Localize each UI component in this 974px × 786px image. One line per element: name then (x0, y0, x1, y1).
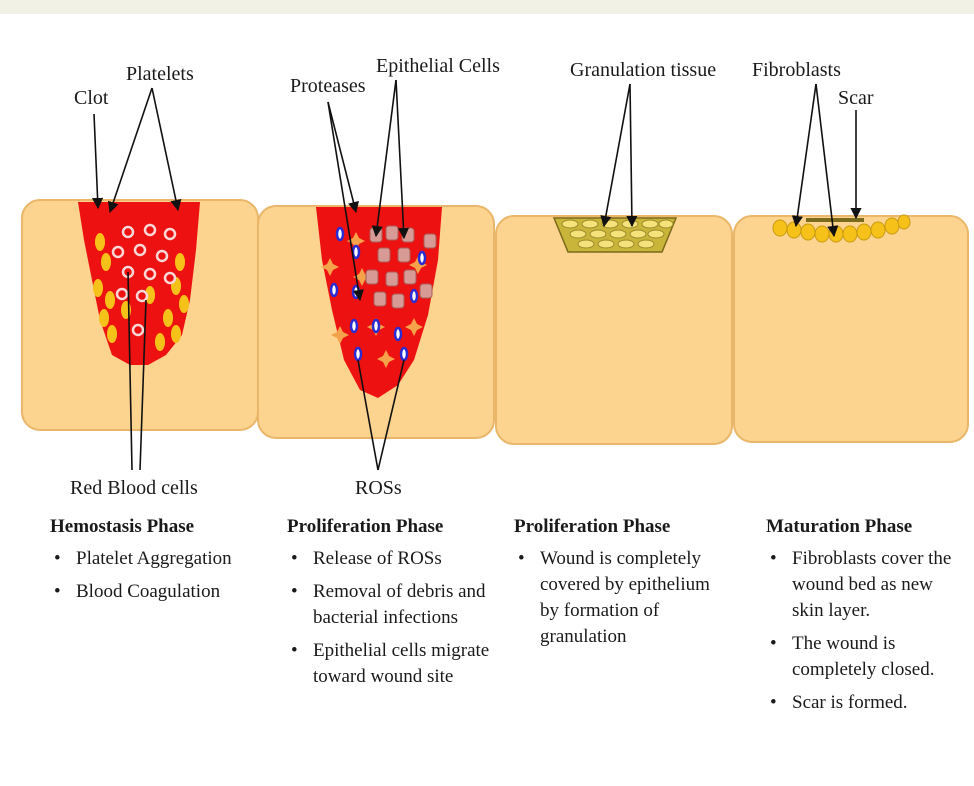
phase-bullet: The wound is completely closed. (766, 631, 966, 683)
phase-bullets: Wound is completely covered by epitheliu… (514, 546, 724, 650)
label-ros: ROSs (355, 477, 402, 499)
phase-bullet: Blood Coagulation (50, 579, 250, 605)
phase-bullet: Wound is completely covered by epitheliu… (514, 546, 724, 650)
label-proteases: Proteases (290, 75, 366, 97)
phase-bullets: Platelet Aggregation Blood Coagulation (50, 546, 250, 605)
label-clot: Clot (74, 87, 109, 109)
phase-bullet: Scar is formed. (766, 690, 966, 716)
phase-bullet: Removal of debris and bacterial infectio… (287, 579, 507, 631)
phase-title: Proliferation Phase (514, 516, 724, 538)
phase-bullet: Fibroblasts cover the wound bed as new s… (766, 546, 966, 624)
phase-bullet: Epithelial cells migrate toward wound si… (287, 638, 507, 690)
phase-bullets: Fibroblasts cover the wound bed as new s… (766, 546, 966, 716)
label-fibroblasts: Fibroblasts (752, 59, 841, 81)
label-platelets: Platelets (126, 63, 194, 85)
scar-line (806, 218, 864, 222)
phase-proliferation-1: Proliferation Phase Release of ROSs Remo… (287, 516, 507, 697)
phase-hemostasis: Hemostasis Phase Platelet Aggregation Bl… (50, 516, 250, 612)
phase-proliferation-2: Proliferation Phase Wound is completely … (514, 516, 724, 657)
label-epithelial-cells: Epithelial Cells (376, 55, 500, 77)
skin-panel-4 (734, 216, 968, 442)
phase-title: Hemostasis Phase (50, 516, 250, 538)
phase-title: Maturation Phase (766, 516, 966, 538)
phase-bullet: Platelet Aggregation (50, 546, 250, 572)
label-red-blood-cells: Red Blood cells (70, 477, 198, 499)
label-granulation-tissue: Granulation tissue (570, 59, 716, 81)
label-scar: Scar (838, 87, 874, 109)
wound-healing-diagram: Clot Platelets Red Blood cells Proteases… (0, 0, 974, 500)
phase-bullet: Release of ROSs (287, 546, 507, 572)
phase-bullets: Release of ROSs Removal of debris and ba… (287, 546, 507, 690)
phase-title: Proliferation Phase (287, 516, 507, 538)
phase-maturation: Maturation Phase Fibroblasts cover the w… (766, 516, 966, 723)
